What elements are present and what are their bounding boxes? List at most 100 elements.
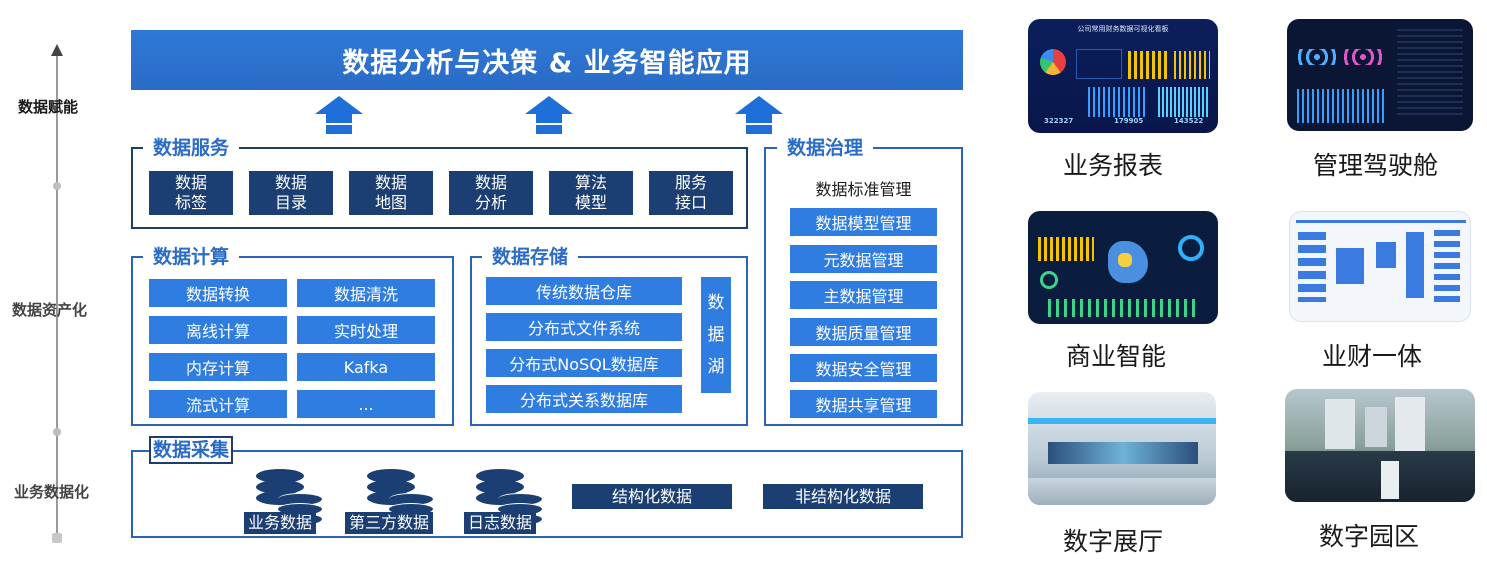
table-panel (1397, 29, 1463, 119)
governance-item: 数据共享管理 (790, 390, 937, 418)
dashboard-overlay (1285, 451, 1475, 502)
governance-item: 元数据管理 (790, 245, 937, 273)
source-label: 日志数据 (464, 512, 537, 534)
source-label: 第三方数据 (345, 512, 434, 534)
flow-column (1434, 230, 1460, 302)
flow-node (1406, 232, 1424, 298)
thumbnail-business-report: 公司常用财务数据可视化看板 322327 179905 143522 (1028, 19, 1218, 133)
compute-frame (131, 256, 454, 426)
bar-chart-icon (1048, 299, 1198, 317)
service-item: 服务 接口 (649, 171, 733, 215)
tower-shape (1381, 461, 1399, 499)
compute-item: 数据清洗 (297, 279, 435, 307)
storage-frame (470, 256, 748, 426)
collection-frame (131, 450, 963, 538)
caption-business-report: 业务报表 (1063, 151, 1164, 180)
governance-subtitle: 数据标准管理 (815, 180, 912, 199)
compute-item: 实时处理 (297, 316, 435, 344)
gauge-icon (1040, 271, 1058, 289)
governance-title: 数据治理 (777, 136, 874, 160)
bar-chart-icon (1038, 237, 1094, 261)
display-wall (1048, 442, 1198, 464)
services-title: 数据服务 (143, 136, 240, 160)
bar-chart-icon (1297, 89, 1387, 123)
thumbnail-finance-integration (1289, 211, 1471, 322)
flow-column (1298, 232, 1326, 302)
flow-node (1336, 248, 1364, 284)
floor (1028, 478, 1216, 505)
governance-item: 数据模型管理 (790, 208, 937, 236)
caption-management-cockpit: 管理驾驶舱 (1313, 151, 1439, 180)
dashboard-header: 公司常用财务数据可视化看板 (1077, 25, 1169, 33)
compute-item: Kafka (297, 353, 435, 381)
data-lake-box: 数 据 湖 (701, 277, 731, 393)
light-strip (1028, 418, 1216, 424)
flow-node (1376, 242, 1396, 268)
building-shape (1395, 397, 1425, 451)
governance-item: 数据安全管理 (790, 354, 937, 382)
bar-chart-icon (1158, 87, 1208, 117)
data-lake-char: 数 (707, 293, 725, 313)
caption-business-intelligence: 商业智能 (1066, 342, 1167, 371)
compute-item: ... (297, 390, 435, 418)
storage-item: 传统数据仓库 (486, 277, 682, 305)
map-highlight (1118, 253, 1132, 267)
up-arrow-icon (735, 96, 783, 134)
bar-chart-icon (1088, 87, 1148, 117)
collection-title: 数据采集 (149, 436, 234, 464)
compute-item: 流式计算 (149, 390, 287, 418)
dashboard-panel (1076, 49, 1122, 79)
compute-title: 数据计算 (143, 245, 240, 269)
pie-chart-icon (1040, 49, 1066, 75)
building-shape (1365, 407, 1387, 447)
bar-chart-icon (1174, 51, 1210, 79)
thumbnail-business-intelligence (1028, 211, 1218, 324)
dashboard-figure: 143522 (1174, 117, 1204, 125)
data-type-unstructured: 非结构化数据 (763, 484, 923, 509)
ring-chart-icon (1343, 49, 1383, 65)
service-item: 数据 标签 (149, 171, 233, 215)
axis-tick (53, 428, 61, 436)
axis-label-assetization: 数据资产化 (12, 301, 88, 319)
gauge-icon (1178, 235, 1204, 261)
compute-item: 内存计算 (149, 353, 287, 381)
header-bar (1296, 220, 1466, 223)
source-label: 业务数据 (244, 512, 317, 534)
axis-arrow-icon (51, 44, 63, 56)
storage-title: 数据存储 (482, 245, 579, 269)
data-lake-char: 据 (707, 325, 725, 345)
ring-chart-icon (1297, 49, 1337, 65)
caption-digital-exhibition-hall: 数字展厅 (1063, 527, 1164, 556)
compute-item: 离线计算 (149, 316, 287, 344)
storage-item: 分布式文件系统 (486, 313, 682, 341)
governance-item: 主数据管理 (790, 281, 937, 309)
axis-end-marker (52, 533, 62, 543)
thumbnail-digital-exhibition-hall (1028, 392, 1216, 505)
service-item: 算法 模型 (549, 171, 633, 215)
up-arrow-icon (525, 96, 573, 134)
compute-item: 数据转换 (149, 279, 287, 307)
service-item: 数据 目录 (249, 171, 333, 215)
governance-item: 数据质量管理 (790, 318, 937, 346)
service-item: 数据 地图 (349, 171, 433, 215)
storage-item: 分布式NoSQL数据库 (486, 349, 682, 377)
service-item: 数据 分析 (449, 171, 533, 215)
axis-label-empowerment: 数据赋能 (18, 98, 79, 116)
dashboard-figure: 179905 (1114, 117, 1144, 125)
thumbnail-management-cockpit (1287, 19, 1473, 131)
up-arrow-icon (315, 96, 363, 134)
vertical-axis-line (56, 52, 58, 540)
bar-chart-icon (1128, 51, 1168, 79)
axis-label-digitization: 业务数据化 (14, 483, 90, 501)
data-type-structured: 结构化数据 (572, 484, 732, 509)
thumbnail-digital-park (1285, 389, 1475, 502)
data-lake-char: 湖 (707, 357, 725, 377)
axis-tick (53, 182, 61, 190)
dashboard-figure: 322327 (1044, 117, 1074, 125)
caption-digital-park: 数字园区 (1319, 522, 1420, 551)
caption-finance-integration: 业财一体 (1322, 342, 1423, 371)
services-frame (131, 147, 748, 229)
storage-item: 分布式关系数据库 (486, 385, 682, 413)
building-shape (1325, 399, 1355, 449)
top-banner: 数据分析与决策 & 业务智能应用 (131, 30, 963, 90)
